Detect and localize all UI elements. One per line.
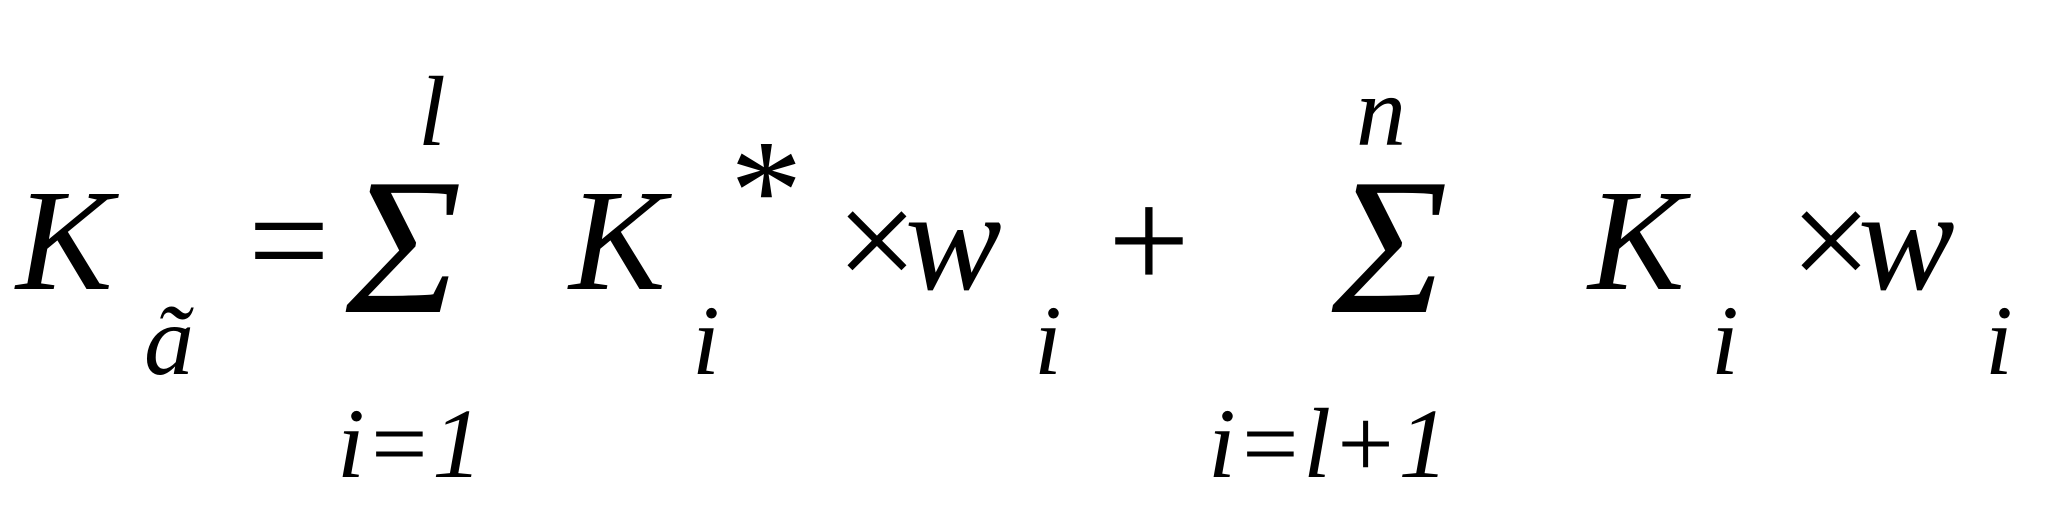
sum1-K-superscript: * — [730, 111, 803, 271]
sum2-sigma: Σ — [1332, 139, 1448, 355]
sum2-lower-limit: i=l+1 — [1208, 388, 1449, 499]
sum2-w: w — [1858, 161, 1955, 321]
sum2-K: K — [1588, 161, 1685, 321]
sum2-times: × — [1790, 161, 1872, 321]
sum1-lower-limit: i=1 — [337, 388, 483, 499]
lhs-subscript: ã — [144, 285, 194, 396]
plus-sign: + — [1108, 161, 1190, 321]
sum1-upper-limit: l — [418, 56, 446, 167]
lhs-K: K — [16, 161, 113, 321]
sum1-sigma: Σ — [346, 139, 462, 355]
sum2-K-subscript: i — [1711, 285, 1739, 396]
sum1-w: w — [905, 161, 1002, 321]
sum2-upper-limit: n — [1356, 56, 1406, 167]
sum1-times: × — [836, 161, 918, 321]
equals-sign: = — [248, 161, 330, 321]
sum1-K-subscript: i — [692, 285, 720, 396]
sum1-w-subscript: i — [1034, 285, 1062, 396]
sum2-w-subscript: i — [1985, 285, 2013, 396]
sum1-K: K — [569, 161, 666, 321]
